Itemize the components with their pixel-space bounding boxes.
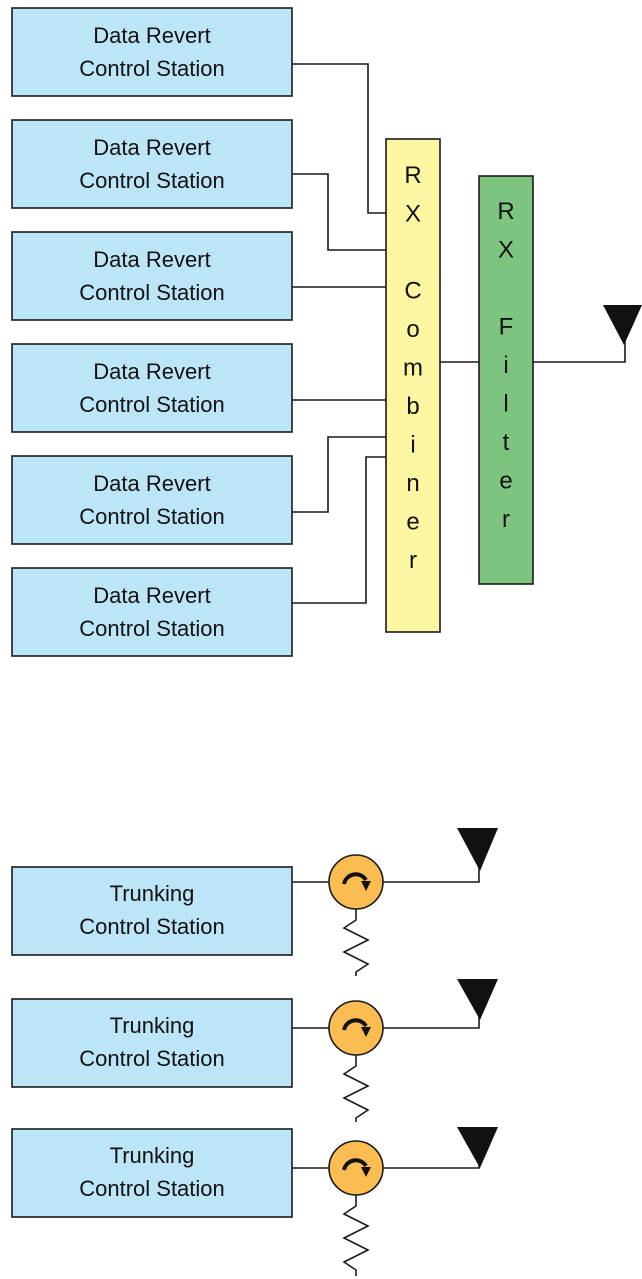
combiner-letter: o (406, 316, 419, 343)
station-label-line2: Control Station (79, 616, 225, 641)
combiner-letter: n (406, 470, 419, 497)
rx-filter-box (478, 175, 534, 585)
circulator-icon (328, 854, 384, 910)
antenna-icon (457, 1127, 498, 1168)
station-box (11, 567, 293, 657)
combiner-letter: R (404, 162, 421, 189)
station-label-line1: Data Revert (93, 471, 210, 496)
antenna-icon (457, 828, 498, 871)
filter-letter: l (503, 391, 508, 418)
station-label-line2: Control Station (79, 392, 225, 417)
antenna-icon (603, 305, 642, 345)
trunking-channel: Trunking Control Station (11, 1127, 498, 1276)
feed-line (292, 456, 386, 604)
data-revert-station: Data Revert Control Station (11, 7, 293, 97)
trunking-station-box (11, 1128, 293, 1218)
data-revert-station: Data Revert Control Station (11, 231, 293, 321)
station-box (11, 455, 293, 545)
station-label-line1: Trunking (110, 881, 195, 906)
station-label-line1: Trunking (110, 1143, 195, 1168)
station-label-line1: Data Revert (93, 583, 210, 608)
filter-letter: F (499, 314, 514, 341)
rx-combiner-box (385, 138, 441, 633)
resistor-load-icon (342, 909, 370, 976)
station-label-line2: Control Station (79, 1046, 225, 1071)
data-revert-station: Data Revert Control Station (11, 343, 293, 433)
data-revert-station: Data Revert Control Station (11, 455, 293, 545)
combiner-letter: r (409, 547, 417, 574)
trunking-station-box (11, 866, 293, 956)
circulator-icon (328, 1140, 384, 1196)
feed-line (292, 436, 386, 513)
filter-letter: r (502, 506, 510, 533)
station-box (11, 7, 293, 97)
combiner-feed-lines (292, 63, 386, 604)
station-box (11, 119, 293, 209)
station-label-line1: Data Revert (93, 23, 210, 48)
feed-line (292, 63, 386, 214)
circulator-icon (328, 1000, 384, 1056)
trunking-section: Trunking Control Station Trunking Contro… (11, 828, 498, 1276)
station-label-line2: Control Station (79, 168, 225, 193)
station-label-line1: Data Revert (93, 359, 210, 384)
station-label-line2: Control Station (79, 914, 225, 939)
filter-antenna-line (533, 332, 626, 363)
combiner-letter: X (405, 201, 421, 228)
filter-letter: e (499, 468, 512, 495)
data-revert-stations: Data Revert Control Station Data Revert … (11, 7, 293, 657)
circulator-antenna-line (383, 1148, 480, 1169)
combiner-letter: i (410, 432, 415, 459)
feed-line (292, 173, 386, 251)
filter-letter: t (503, 429, 510, 456)
station-label-line1: Trunking (110, 1013, 195, 1038)
data-revert-station: Data Revert Control Station (11, 567, 293, 657)
station-label-line2: Control Station (79, 280, 225, 305)
trunking-channel: Trunking Control Station (11, 979, 498, 1122)
filter-letter: X (498, 237, 514, 264)
combiner-letter: C (404, 278, 421, 305)
circulator-antenna-line (383, 1002, 480, 1029)
resistor-load-icon (342, 1195, 370, 1276)
trunking-station-box (11, 998, 293, 1088)
combiner-letter: b (406, 393, 419, 420)
station-label-line2: Control Station (79, 504, 225, 529)
station-label-line1: Data Revert (93, 247, 210, 272)
station-label-line1: Data Revert (93, 135, 210, 160)
data-revert-station: Data Revert Control Station (11, 119, 293, 209)
station-label-line2: Control Station (79, 56, 225, 81)
circulator-antenna-line (383, 858, 480, 883)
trunking-channel: Trunking Control Station (11, 828, 498, 976)
resistor-load-icon (342, 1055, 370, 1122)
station-label-line2: Control Station (79, 1176, 225, 1201)
antenna-icon (457, 979, 498, 1020)
combiner-letter: m (403, 355, 423, 382)
combiner-letter: e (406, 509, 419, 536)
station-box (11, 231, 293, 321)
filter-letter: i (503, 352, 508, 379)
station-box (11, 343, 293, 433)
filter-letter: R (497, 198, 514, 225)
